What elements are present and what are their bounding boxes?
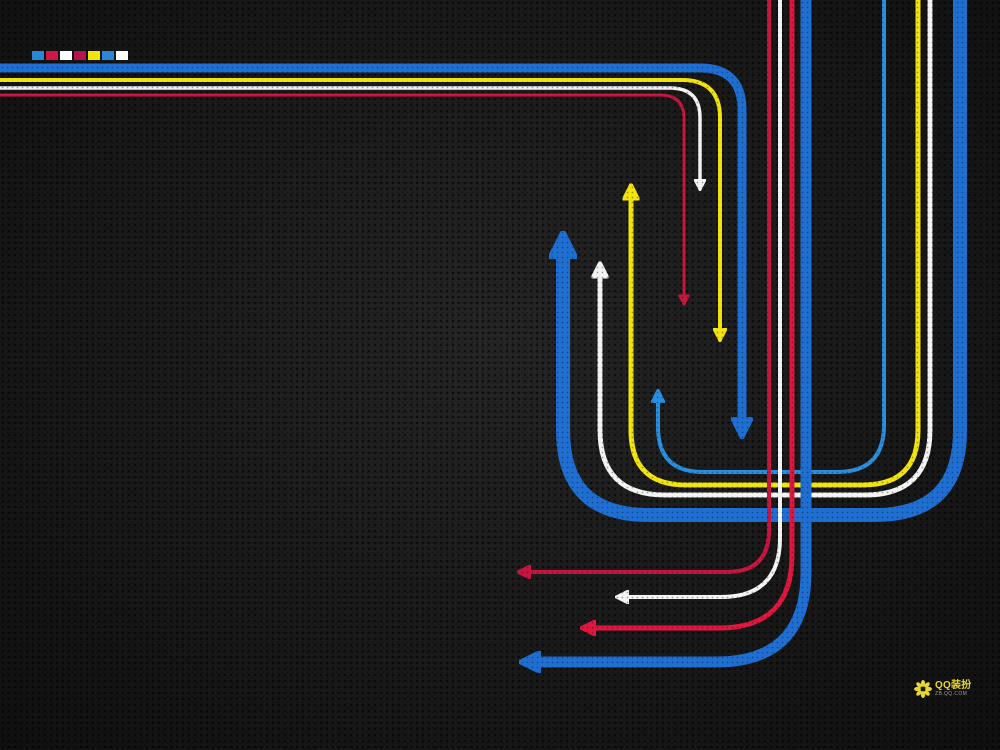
white-loop-arrow <box>600 0 933 498</box>
color-swatch <box>32 51 44 60</box>
color-swatch-strip <box>32 51 128 60</box>
yellow-loop-arrow <box>631 0 921 488</box>
color-swatch <box>46 51 58 60</box>
color-swatch <box>74 51 86 60</box>
flower-logo-icon <box>914 680 932 698</box>
color-swatch <box>102 51 114 60</box>
blue-large-loop-arrow <box>563 0 967 522</box>
yellow-top-curve-arrow <box>0 78 720 335</box>
color-swatch <box>60 51 72 60</box>
watermark-name: QQ装扮 <box>935 680 972 691</box>
watermark-url: ZB.QQ.COM <box>935 691 968 697</box>
red-top-curve-arrow <box>0 93 684 300</box>
watermark: QQ装扮 ZB.QQ.COM <box>914 680 971 698</box>
white-top-curve-arrow <box>0 86 700 185</box>
blue-vertical-left-arrow <box>530 0 812 662</box>
color-swatch <box>116 51 128 60</box>
color-swatch <box>88 51 100 60</box>
